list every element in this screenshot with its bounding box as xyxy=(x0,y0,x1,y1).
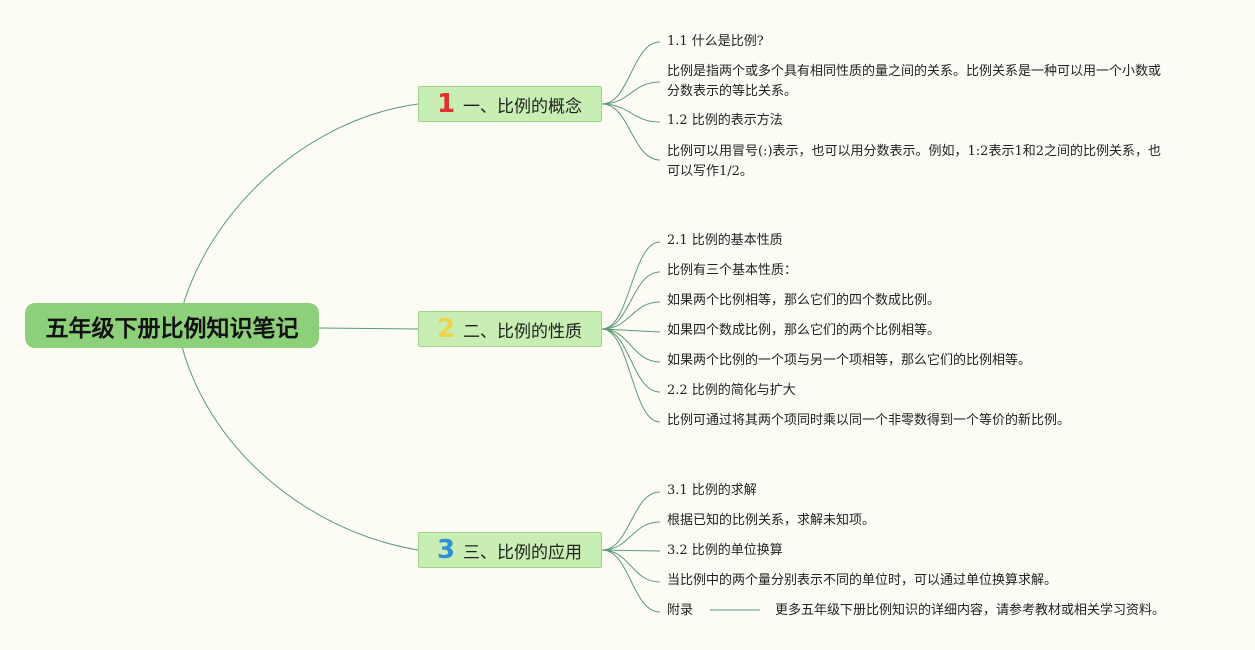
leaf-item[interactable]: 如果两个比例相等，那么它们的四个数成比例。 xyxy=(667,293,941,308)
leaf-item[interactable]: 根据已知的比例关系，求解未知项。 xyxy=(667,513,876,528)
leaf-item[interactable]: 3.1 比例的求解 xyxy=(667,483,757,498)
leaf-item[interactable]: 比例可通过将其两个项同时乘以同一个非零数得到一个等价的新比例。 xyxy=(667,413,1071,428)
link-b3-l5 xyxy=(601,549,661,613)
link-b2-l3 xyxy=(601,301,661,330)
leaf-item[interactable]: 1.2 比例的表示方法 xyxy=(667,113,783,128)
link-b1-l4 xyxy=(601,103,661,161)
number-2-icon: 2 xyxy=(437,314,456,344)
appendix-detail[interactable]: 更多五年级下册比例知识的详细内容，请参考教材或相关学习资料。 xyxy=(775,603,1166,618)
link-b2-l7 xyxy=(601,328,661,423)
leaf-item[interactable]: 比例是指两个或多个具有相同性质的量之间的关系。比例关系是一种可以用一个小数或分数… xyxy=(667,64,1162,99)
number-3-icon: 3 xyxy=(437,535,456,565)
leaf-item[interactable]: 1.1 什么是比例? xyxy=(667,34,764,49)
branch-title: 一、比例的概念 xyxy=(463,96,582,117)
link-b3-l1 xyxy=(601,491,661,551)
leaf-item[interactable]: 如果四个数成比例，那么它们的两个比例相等。 xyxy=(667,323,941,338)
leaf-item[interactable]: 2.1 比例的基本性质 xyxy=(667,233,783,248)
link-b2-l5 xyxy=(601,328,661,363)
link-root-branch-2 xyxy=(318,327,419,330)
link-b2-l4 xyxy=(601,328,661,333)
leaf-item[interactable]: 当比例中的两个量分别表示不同的单位时，可以通过单位换算求解。 xyxy=(667,573,1058,588)
link-root-branch-1 xyxy=(177,103,419,326)
root-topic[interactable]: 五年级下册比例知识笔记 xyxy=(25,303,319,348)
link-b3-l2 xyxy=(601,521,661,551)
link-b2-l2 xyxy=(601,271,661,330)
link-b3-l3 xyxy=(601,549,661,552)
link-b1-l1 xyxy=(601,41,661,105)
link-b1-l3 xyxy=(601,103,661,123)
branch-2-properties[interactable]: 2 二、比例的性质 xyxy=(418,311,602,347)
leaf-item[interactable]: 3.2 比例的单位换算 xyxy=(667,543,783,558)
leaf-item-appendix[interactable]: 附录 xyxy=(667,603,694,618)
link-b2-l1 xyxy=(601,241,661,330)
link-b3-l4 xyxy=(601,549,661,583)
branch-1-concept[interactable]: 1 一、比例的概念 xyxy=(418,86,602,122)
branch-3-application[interactable]: 3 三、比例的应用 xyxy=(418,532,602,568)
leaf-item[interactable]: 2.2 比例的简化与扩大 xyxy=(667,383,796,398)
branch-title: 二、比例的性质 xyxy=(463,321,582,342)
leaf-item[interactable]: 比例可以用冒号(:)表示，也可以用分数表示。例如，1:2表示1和2之间的比例关系… xyxy=(667,144,1161,179)
root-title: 五年级下册比例知识笔记 xyxy=(45,315,299,342)
number-1-icon: 1 xyxy=(437,89,456,119)
link-b1-l2 xyxy=(601,81,661,105)
leaf-item[interactable]: 比例有三个基本性质： xyxy=(667,263,798,278)
branch-title: 三、比例的应用 xyxy=(463,542,582,563)
link-root-branch-3 xyxy=(177,329,419,551)
link-b2-l6 xyxy=(601,328,661,393)
leaf-item[interactable]: 如果两个比例的一个项与另一个项相等，那么它们的比例相等。 xyxy=(667,353,1032,368)
